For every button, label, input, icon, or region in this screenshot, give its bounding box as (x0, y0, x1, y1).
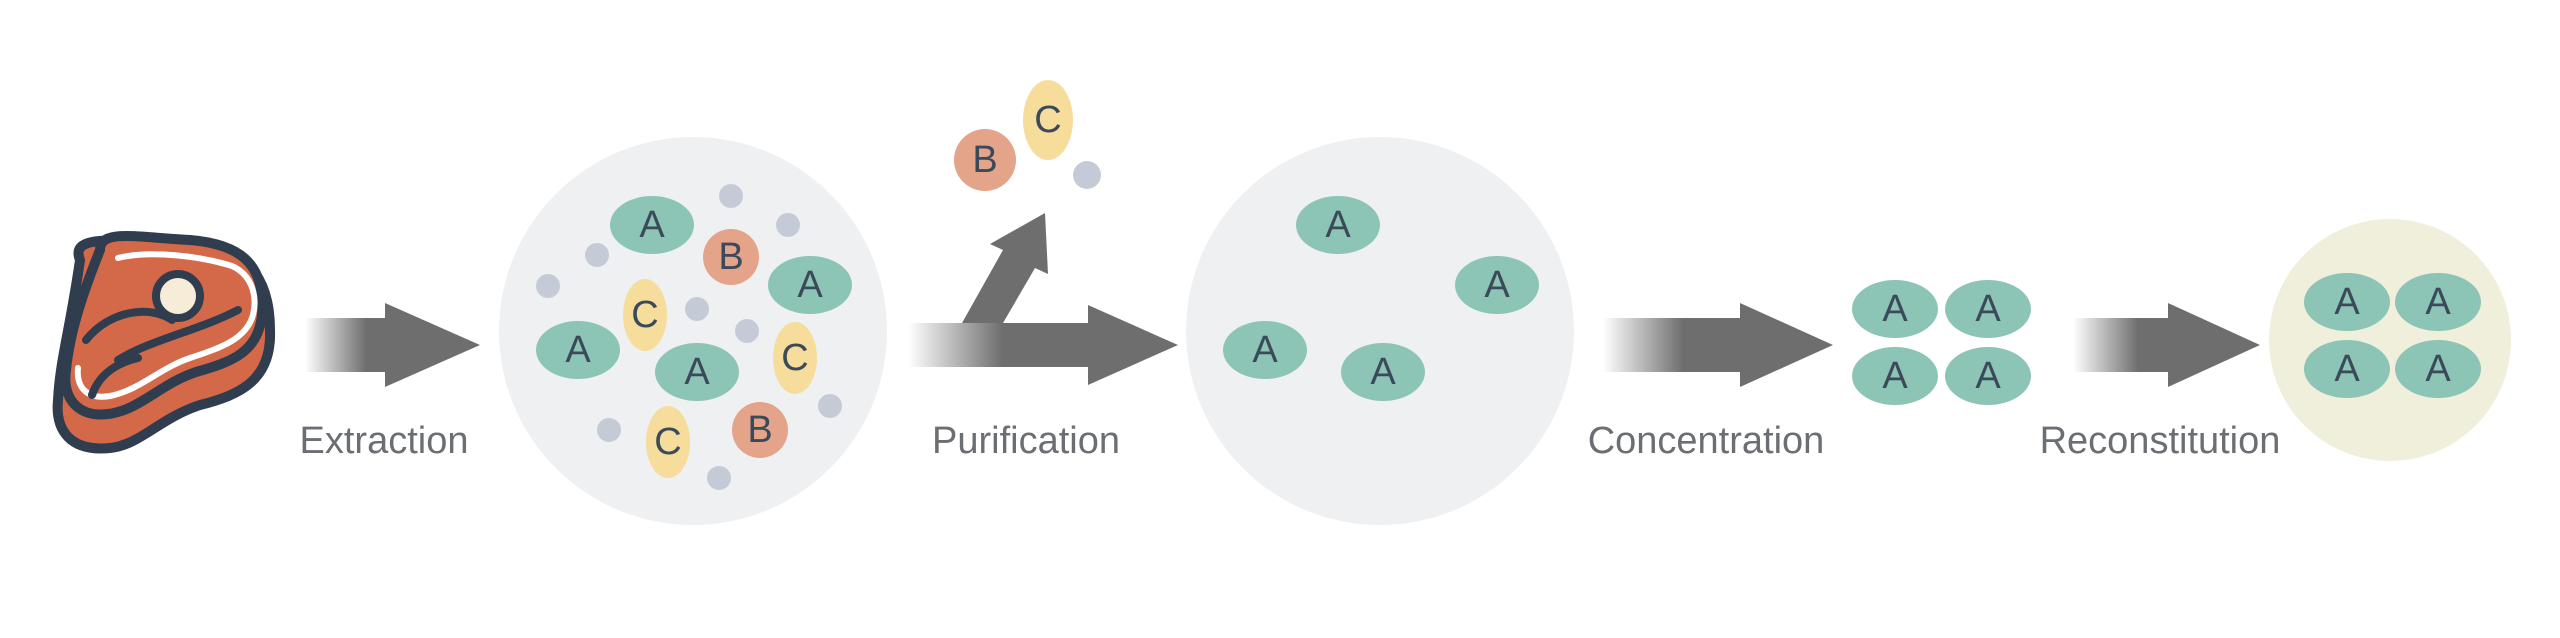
molecule-a: A (2304, 340, 2390, 398)
svg-text:C: C (654, 421, 681, 463)
svg-text:C: C (781, 337, 808, 379)
molecule-c: C (646, 406, 690, 478)
molecule-b: B (732, 402, 788, 458)
molecule-a: A (1945, 347, 2031, 405)
impurity-dot (597, 418, 621, 442)
svg-text:A: A (2425, 348, 2451, 390)
molecule-a: A (1852, 280, 1938, 338)
arrow-reconstitution (2073, 303, 2260, 387)
svg-text:A: A (1252, 329, 1278, 371)
molecule-c: C (773, 322, 817, 394)
svg-text:A: A (1325, 204, 1351, 246)
stage-label-concentration: Concentration (1587, 420, 1825, 462)
molecules-c: C C C C (623, 80, 1073, 478)
svg-text:A: A (1975, 288, 2001, 330)
impurity-dot (707, 466, 731, 490)
impurity-dot (818, 394, 842, 418)
svg-text:A: A (1370, 351, 1396, 393)
arrow-purification (908, 213, 1178, 385)
molecule-b: B (703, 229, 759, 285)
svg-text:A: A (2425, 281, 2451, 323)
svg-text:A: A (2334, 348, 2360, 390)
purified-pool (1186, 137, 1574, 525)
svg-text:B: B (747, 409, 772, 451)
molecule-a: A (655, 343, 739, 401)
molecule-b: B (954, 129, 1016, 191)
svg-text:A: A (1882, 288, 1908, 330)
impurity-dot (735, 319, 759, 343)
stage-label-reconstitution: Reconstitution (2039, 420, 2281, 462)
molecule-a: A (768, 256, 852, 314)
molecule-a: A (2395, 340, 2481, 398)
molecule-a: A (536, 321, 620, 379)
molecules-a: A A A A A A A A A A A A A A A A (536, 196, 2481, 405)
svg-text:A: A (1975, 355, 2001, 397)
svg-text:A: A (2334, 281, 2360, 323)
impurity-dot (685, 297, 709, 321)
molecule-a: A (610, 196, 694, 254)
svg-text:A: A (1882, 355, 1908, 397)
impurity-dot (1073, 161, 1101, 189)
impurity-dot (585, 243, 609, 267)
svg-text:C: C (1034, 99, 1061, 141)
impurity-dot (776, 213, 800, 237)
arrow-concentration (1603, 303, 1833, 387)
svg-text:A: A (639, 204, 665, 246)
molecule-c: C (1023, 80, 1073, 160)
svg-text:A: A (684, 351, 710, 393)
svg-text:A: A (797, 264, 823, 306)
impurity-dots (536, 161, 1101, 490)
arrow-extraction (305, 303, 480, 387)
molecule-c: C (623, 279, 667, 351)
molecule-a: A (1945, 280, 2031, 338)
svg-text:A: A (565, 329, 591, 371)
molecule-a: A (1223, 321, 1307, 379)
molecules-b: B B B (703, 129, 1016, 458)
svg-text:C: C (631, 294, 658, 336)
molecule-a: A (1852, 347, 1938, 405)
meat-icon (52, 231, 276, 454)
stage-label-purification: Purification (932, 420, 1120, 462)
molecule-a: A (1296, 196, 1380, 254)
reconstituted-pool (2269, 219, 2511, 461)
svg-text:B: B (972, 139, 997, 181)
svg-text:A: A (1484, 264, 1510, 306)
molecule-a: A (1455, 256, 1539, 314)
molecule-a: A (2304, 273, 2390, 331)
impurity-dot (719, 184, 743, 208)
stage-label-extraction: Extraction (299, 420, 469, 462)
impurity-dot (536, 274, 560, 298)
molecule-a: A (2395, 273, 2481, 331)
molecule-a: A (1341, 343, 1425, 401)
svg-text:B: B (718, 236, 743, 278)
